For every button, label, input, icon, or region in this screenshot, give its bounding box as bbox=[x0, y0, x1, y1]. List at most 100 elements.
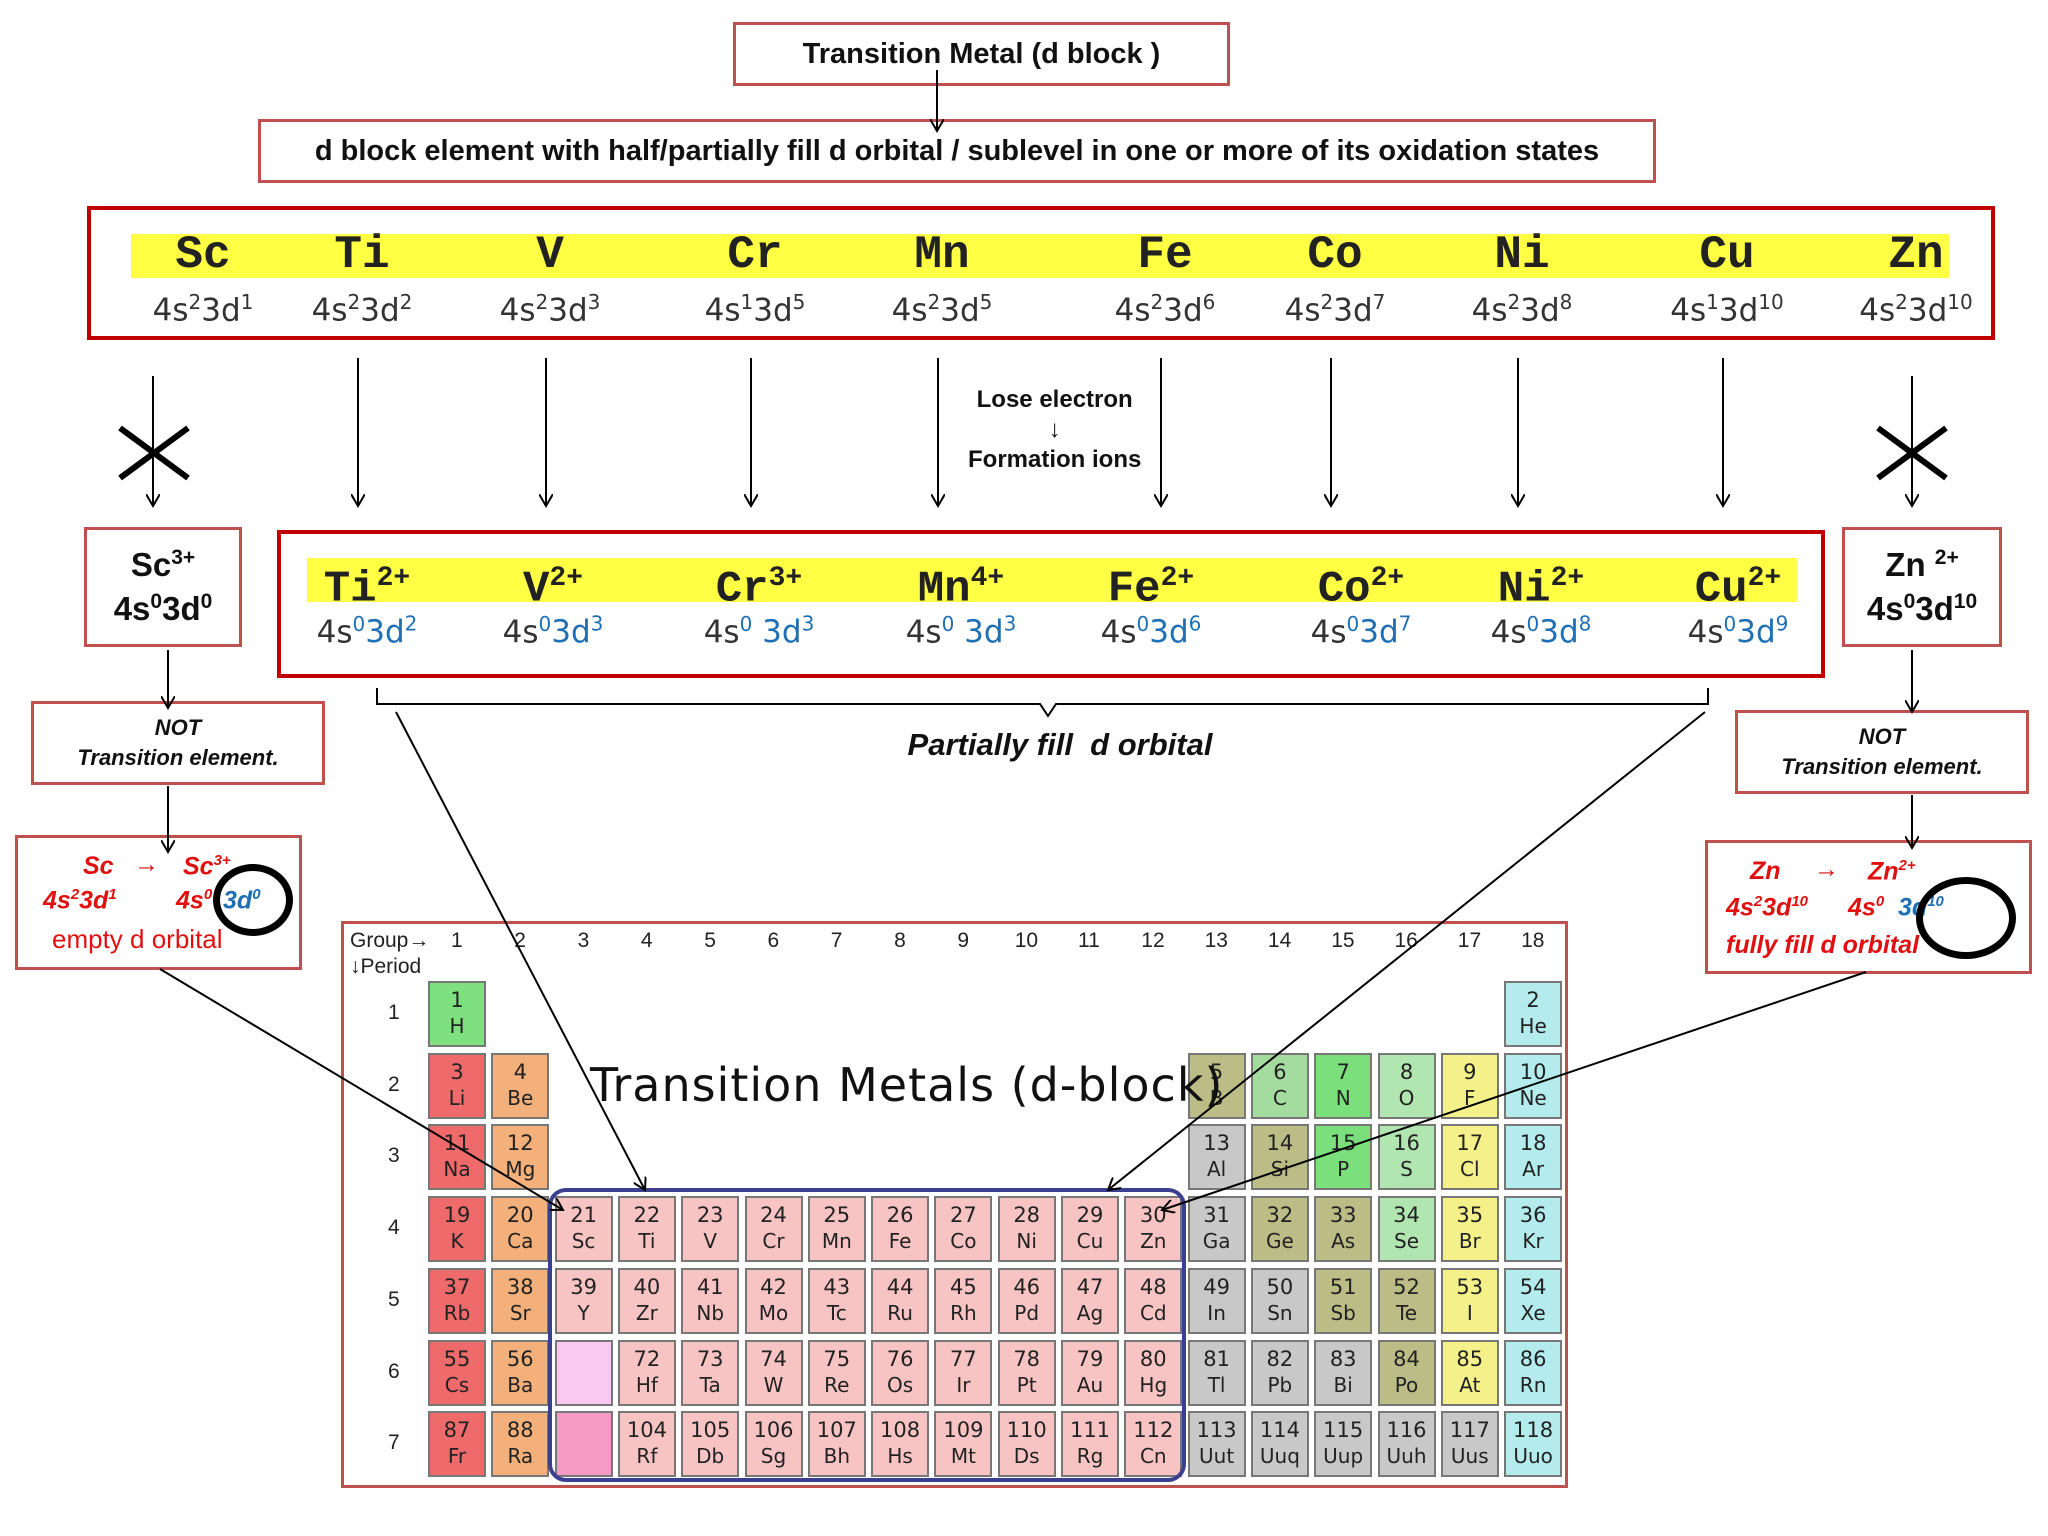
sc-eq-caption: empty d orbital bbox=[52, 924, 223, 954]
zn-eq-config-left: 4s23d10 bbox=[1726, 893, 1809, 922]
atomic-number: 43 bbox=[823, 1274, 851, 1299]
ion-charge: 2+ bbox=[1370, 563, 1405, 594]
element-symbol: Nb bbox=[696, 1300, 725, 1325]
ion-config: 4s03d3 bbox=[502, 612, 604, 651]
element-symbol: Hs bbox=[887, 1444, 913, 1469]
element-symbol: Rb bbox=[443, 1300, 471, 1325]
atomic-number: 25 bbox=[823, 1203, 851, 1228]
atomic-number: 7 bbox=[1336, 1059, 1350, 1084]
element-symbol: Sc bbox=[571, 1229, 596, 1254]
element-symbol: Be bbox=[507, 1085, 534, 1110]
d-block-highlight bbox=[548, 1188, 1186, 1482]
atomic-number: 20 bbox=[506, 1203, 534, 1228]
atomic-number: 107 bbox=[816, 1418, 857, 1443]
ion-config: 4s03d7 bbox=[1310, 612, 1412, 651]
metal-symbol: Ni bbox=[1494, 229, 1550, 281]
ion-mn: Mn4+4s0 3d3 bbox=[871, 554, 1051, 650]
atomic-number: 41 bbox=[696, 1274, 724, 1299]
atomic-number: 23 bbox=[696, 1203, 724, 1228]
zn-eq-right-symbol: Zn bbox=[1868, 857, 1899, 886]
atomic-number: 116 bbox=[1386, 1418, 1427, 1443]
element-symbol: P bbox=[1337, 1157, 1350, 1182]
group-number: 1 bbox=[451, 929, 463, 952]
element-symbol: Mn bbox=[821, 1229, 852, 1254]
element-symbol: Sb bbox=[1330, 1300, 1356, 1325]
period-number: 6 bbox=[388, 1359, 400, 1383]
zn-ion-s: 4s bbox=[1866, 590, 1904, 627]
atomic-number: 2 bbox=[1526, 988, 1540, 1012]
group-number: 5 bbox=[704, 929, 716, 952]
atomic-number: 79 bbox=[1076, 1346, 1104, 1371]
element-symbol: Bi bbox=[1333, 1372, 1353, 1397]
sc-cross-icon bbox=[118, 425, 190, 481]
zn-ion-charge: 2+ bbox=[1934, 546, 1959, 569]
sc-ion-s-exp: 0 bbox=[150, 590, 163, 613]
atomic-number: 14 bbox=[1266, 1131, 1294, 1156]
metal-config: 4s23d6 bbox=[1114, 290, 1216, 329]
element-symbol: In bbox=[1207, 1300, 1226, 1325]
arrow-ions-to-ti bbox=[395, 711, 645, 1190]
element-symbol: Po bbox=[1394, 1372, 1419, 1397]
atomic-number: 84 bbox=[1393, 1346, 1420, 1371]
atomic-number: 87 bbox=[443, 1418, 471, 1443]
element-symbol: C bbox=[1272, 1085, 1287, 1110]
metal-ni: Ni 4s23d8 bbox=[1427, 230, 1617, 328]
element-symbol: I bbox=[1466, 1300, 1473, 1325]
atomic-number: 75 bbox=[823, 1346, 851, 1371]
atomic-number: 10 bbox=[1519, 1059, 1547, 1084]
atomic-number: 111 bbox=[1069, 1418, 1111, 1443]
group-number: 13 bbox=[1204, 929, 1228, 952]
element-cell-si: 14Si bbox=[1250, 1124, 1309, 1191]
element-symbol: Ba bbox=[507, 1372, 534, 1397]
period-number: 7 bbox=[388, 1431, 400, 1455]
element-symbol: B bbox=[1209, 1085, 1224, 1110]
period-number: 4 bbox=[388, 1216, 400, 1240]
element-symbol: Cu bbox=[1076, 1229, 1104, 1254]
metal-config: 4s23d1 bbox=[152, 290, 254, 329]
group-number: 14 bbox=[1267, 929, 1292, 952]
element-symbol: Pb bbox=[1267, 1372, 1293, 1397]
element-symbol: Zr bbox=[635, 1300, 658, 1325]
metal-config: 4s23d3 bbox=[499, 290, 601, 329]
atomic-number: 42 bbox=[760, 1274, 787, 1299]
atomic-number: 73 bbox=[696, 1346, 724, 1371]
atomic-number: 12 bbox=[506, 1131, 534, 1156]
element-symbol: Uuh bbox=[1386, 1444, 1427, 1469]
atomic-number: 40 bbox=[633, 1274, 661, 1299]
zn-equation-box: Zn → Zn2+ 4s23d10 4s0 3d10 fully fill d … bbox=[1705, 840, 2032, 974]
metal-config: 4s23d5 bbox=[891, 290, 993, 329]
element-symbol: Rh bbox=[950, 1300, 977, 1325]
element-symbol: Hf bbox=[635, 1372, 658, 1397]
element-symbol: Uus bbox=[1450, 1444, 1489, 1469]
lose-electron-label: Lose electron ↓ Formation ions bbox=[968, 385, 1141, 475]
element-symbol: Rn bbox=[1519, 1372, 1547, 1397]
element-symbol: Co bbox=[950, 1229, 977, 1254]
metal-config: 4s23d8 bbox=[1471, 290, 1573, 329]
